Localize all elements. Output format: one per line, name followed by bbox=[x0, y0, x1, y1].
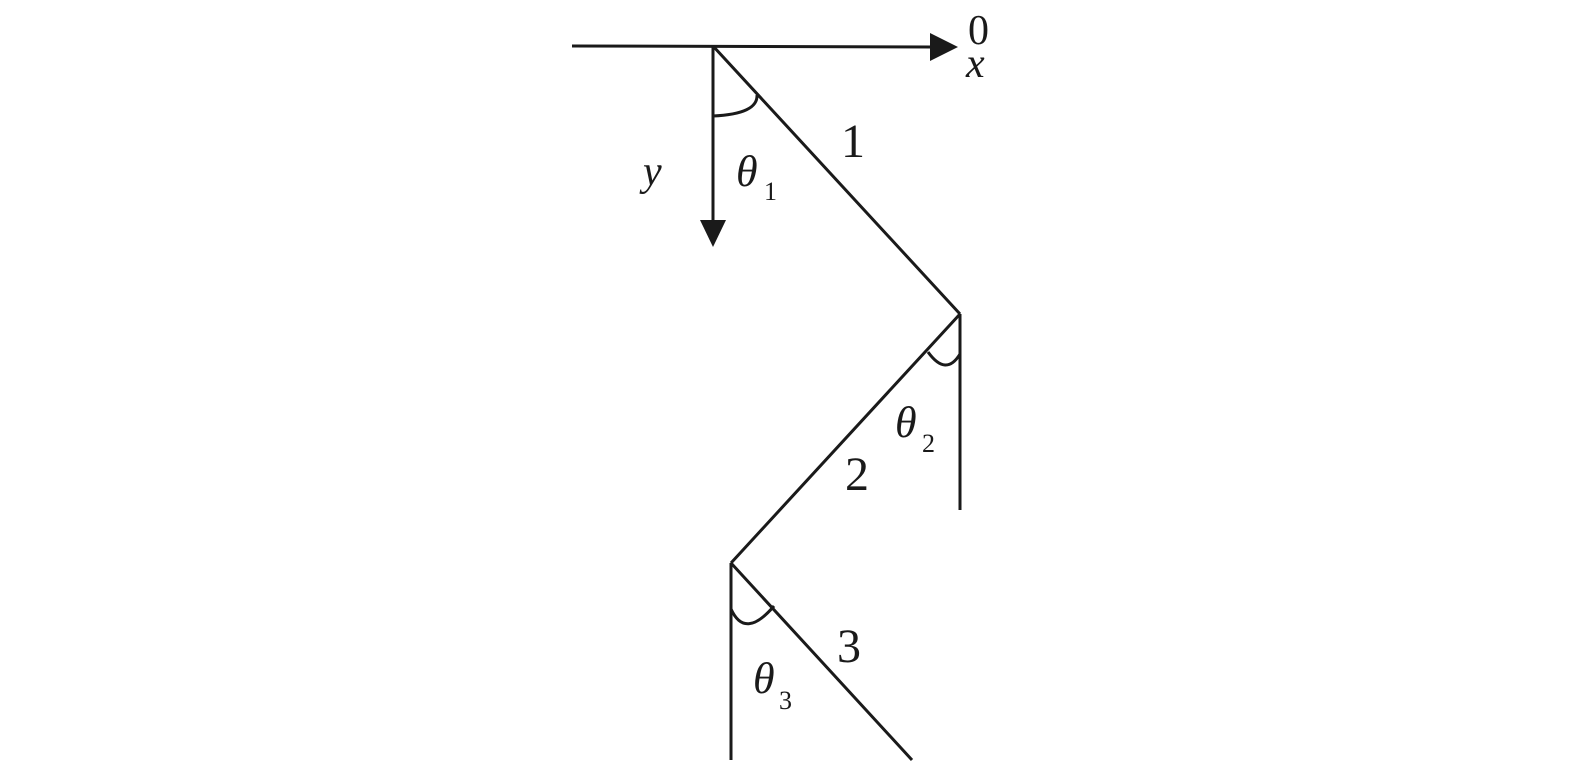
angle-arc-3 bbox=[729, 605, 776, 626]
segment-3-label: 3 bbox=[837, 620, 861, 673]
angle-1-subscript: 1 bbox=[764, 177, 777, 206]
segment-2 bbox=[729, 312, 962, 565]
origin-label: 0 bbox=[968, 8, 989, 54]
x-axis-arrowhead bbox=[930, 33, 958, 61]
y-axis-arrowhead bbox=[700, 220, 726, 247]
angle-arc-2 bbox=[926, 351, 962, 367]
segment-1-label: 1 bbox=[841, 115, 865, 168]
angle-2-symbol: θ bbox=[895, 398, 917, 447]
angle-2-subscript: 2 bbox=[922, 429, 935, 458]
y-axis-label: y bbox=[639, 149, 662, 195]
x-axis-line bbox=[571, 44, 933, 49]
segment-1 bbox=[711, 44, 962, 316]
x-axis-label: x bbox=[965, 41, 985, 87]
angle-3-subscript: 3 bbox=[779, 686, 792, 715]
angle-3-symbol: θ bbox=[753, 654, 775, 703]
angle-arc-1 bbox=[712, 94, 759, 118]
angle-1-symbol: θ bbox=[736, 147, 758, 196]
segment-2-label: 2 bbox=[845, 448, 869, 501]
segment-3 bbox=[729, 561, 914, 762]
